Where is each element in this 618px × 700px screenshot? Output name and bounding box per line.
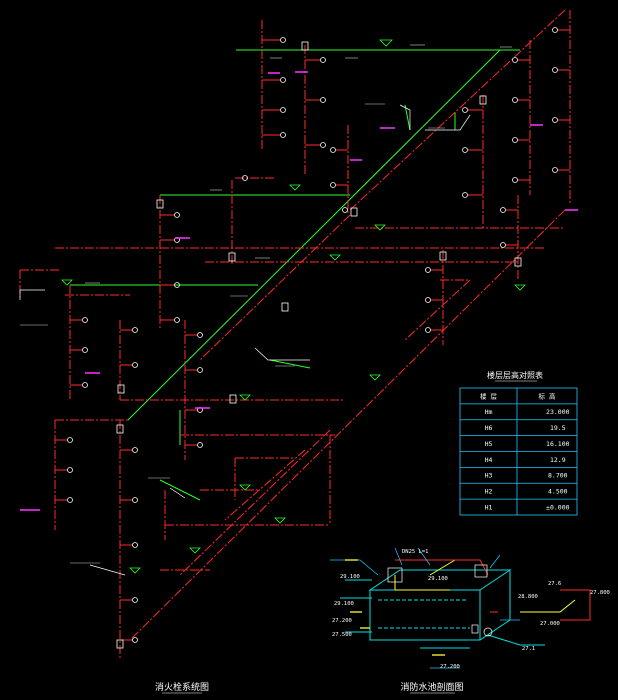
table-floor-cell: Hm [485, 408, 493, 416]
green-main-lines [70, 49, 520, 501]
table-floor-cell: H2 [485, 488, 493, 496]
table-elevation-cell: 19.5 [550, 424, 566, 432]
green-diagonal-main-1 [127, 49, 501, 421]
table-elevation-cell: 23.000 [546, 408, 570, 416]
red-diagonal-main-4 [179, 429, 331, 576]
system-view-title: 消火栓系统图 [155, 681, 209, 693]
tank-label-t7: 27.000 [540, 621, 560, 627]
tank-label-t6: 27.6 [548, 581, 561, 587]
tank-label-t4: 27.200 [332, 618, 352, 624]
tank-equipment [387, 567, 403, 583]
tank-label-t12: DN25 L=1 [402, 549, 429, 555]
tank-pipe-red [395, 559, 591, 621]
red-diagonal-main-1 [129, 209, 566, 641]
table-elevation-cell: ±0.000 [546, 503, 570, 511]
tank-label-t2: 29.100 [340, 574, 360, 580]
tank-equipment-2 [474, 564, 488, 578]
leader-lines [19, 104, 471, 576]
tiny-annotations [20, 44, 512, 564]
tank-label-t8: 27.200 [440, 664, 460, 670]
valve-symbols [116, 41, 522, 649]
red-diagonal-main-2 [349, 9, 566, 211]
tank-yellow-tags [345, 559, 445, 656]
table-header-cell: 标 高 [539, 391, 556, 400]
table-floor-cell: H6 [485, 424, 493, 432]
table-header-cell: 楼 层 [480, 391, 497, 400]
magenta-tags [20, 71, 578, 511]
table-elevation-cell: 8.700 [548, 472, 568, 480]
red-diagonal-main-5 [404, 279, 471, 341]
green-branch-2 [404, 104, 411, 131]
red-diagonal-main-6 [224, 449, 306, 521]
tank-label-t11: 27.800 [590, 590, 610, 596]
tank-pump [483, 627, 493, 637]
hydrant-branches [55, 29, 570, 641]
table-elevation-cell: 12.9 [550, 456, 566, 464]
tank-section: 29.100 29.100 28.800 27.200 27.500 27.6 27.000… [330, 547, 610, 670]
tank-leaders [330, 547, 520, 669]
table-floor-cell: H4 [485, 456, 493, 464]
tank-pipe-yellow [394, 559, 576, 613]
elevation-table-title: 楼层层高对照表 [487, 370, 543, 380]
tank-label-t1: 29.100 [428, 576, 448, 582]
table-elevation-cell: 16.100 [546, 440, 570, 448]
tank-label-t10: 27.1 [522, 646, 535, 652]
tank-pipe-cyan [340, 579, 545, 649]
tank-label-t9: 29.100 [334, 601, 354, 607]
level-marks [61, 39, 526, 574]
table-floor-cell: H1 [485, 503, 493, 511]
table-elevation-cell: 4.500 [548, 488, 568, 496]
table-floor-cell: H5 [485, 440, 493, 448]
tank-label-t3: 28.800 [518, 594, 538, 600]
tank-view-title: 消防水池剖面图 [400, 681, 463, 693]
table-floor-cell: H3 [485, 472, 493, 480]
red-diagonal-main-3 [199, 214, 351, 361]
tank-equipment-3 [471, 624, 479, 634]
tank-inner [378, 599, 470, 629]
hydrant-symbols [67, 27, 558, 643]
red-pipe-network [19, 9, 571, 660]
green-branch-5 [269, 359, 311, 369]
green-branch-4 [159, 479, 201, 501]
tank-label-t5: 27.500 [332, 632, 352, 638]
